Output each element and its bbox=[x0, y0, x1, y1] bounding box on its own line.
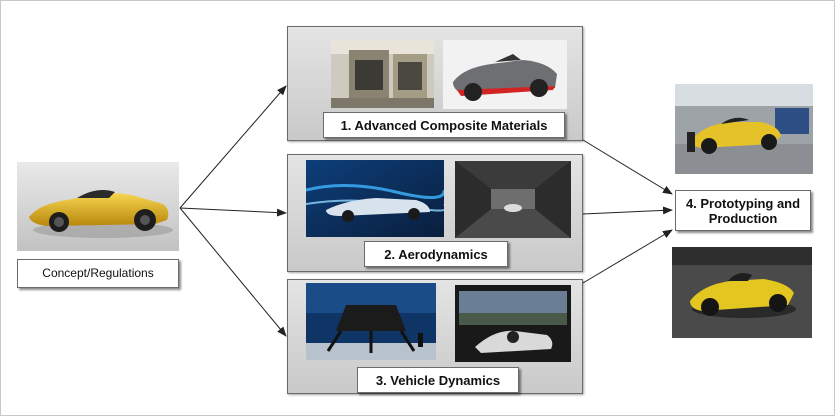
composite-press-image bbox=[331, 40, 434, 108]
arrow-materials-to-prototyping bbox=[582, 139, 673, 195]
prototyping-production-label: 4. Prototyping and Production bbox=[675, 190, 811, 231]
aero-flow-image bbox=[306, 160, 444, 237]
prototype-render-image bbox=[443, 40, 567, 109]
concept-label: Concept/Regulations bbox=[17, 259, 179, 288]
arrow-dynamics-to-prototyping bbox=[582, 229, 673, 284]
composite-materials-label: 1. Advanced Composite Materials bbox=[323, 112, 565, 138]
arrow-concept-to-materials bbox=[179, 85, 287, 209]
motion-simulator-image bbox=[306, 283, 436, 360]
wind-tunnel-image bbox=[455, 161, 571, 238]
arrow-concept-to-dynamics bbox=[179, 207, 287, 337]
aerodynamics-label: 2. Aerodynamics bbox=[364, 241, 508, 267]
vehicle-dynamics-label: 3. Vehicle Dynamics bbox=[357, 367, 519, 393]
driving-simulator-image bbox=[455, 285, 571, 362]
workshop-car-image bbox=[675, 84, 813, 174]
concept-car-image bbox=[17, 162, 179, 251]
arrow-concept-to-aero bbox=[179, 207, 287, 217]
arrow-aero-to-prototyping bbox=[582, 206, 673, 215]
track-car-image bbox=[672, 247, 812, 338]
